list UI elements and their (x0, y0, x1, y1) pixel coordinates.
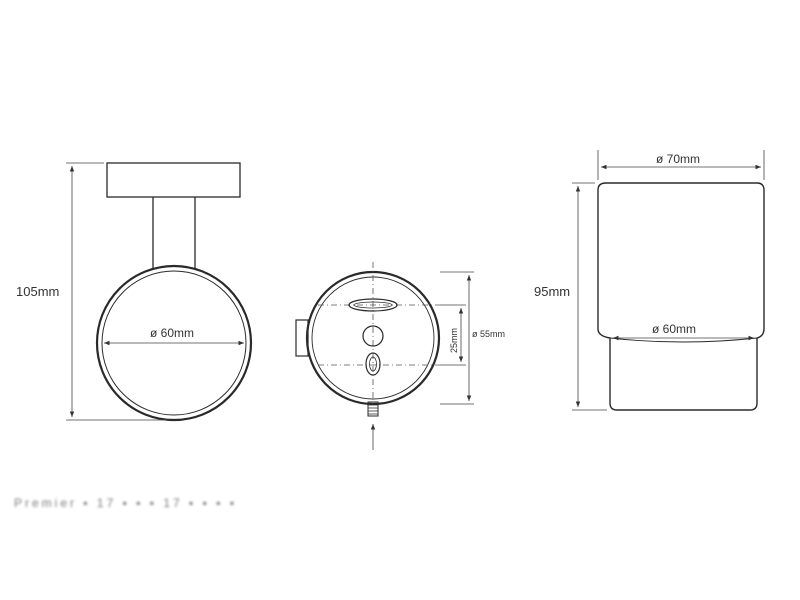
height-label: 105mm (16, 284, 59, 299)
ring-inner (101, 270, 247, 416)
center-hole (362, 325, 384, 347)
mount-front-view: 25mm ø 55mm (295, 262, 505, 450)
ring-diameter-label: ø 60mm (150, 326, 194, 340)
bottom-slot-hole (365, 352, 381, 376)
top-diameter-label: ø 70mm (656, 152, 700, 166)
tumbler-rim-line (609, 337, 758, 343)
ring-outer (95, 264, 253, 422)
mount-diameter-label: ø 55mm (472, 329, 505, 339)
bottom-diameter-label: ø 60mm (652, 322, 696, 336)
tumbler-side-view: ø 70mm ø 60mm 95mm (534, 150, 765, 411)
hole-spacing-label: 25mm (449, 328, 459, 353)
top-slot-hole (348, 298, 398, 312)
wall-plate (106, 162, 241, 198)
tumbler-height-label: 95mm (534, 284, 570, 299)
holder-side-view: 105mm ø 60mm (16, 162, 253, 422)
holder-arm (152, 197, 196, 268)
tumbler-body (597, 182, 765, 411)
footer-caption: Premier ▪ 17 ▪ ▪ ▪ 17 ▪ ▪ ▪ ▪ (14, 496, 238, 510)
set-screw (367, 401, 379, 417)
